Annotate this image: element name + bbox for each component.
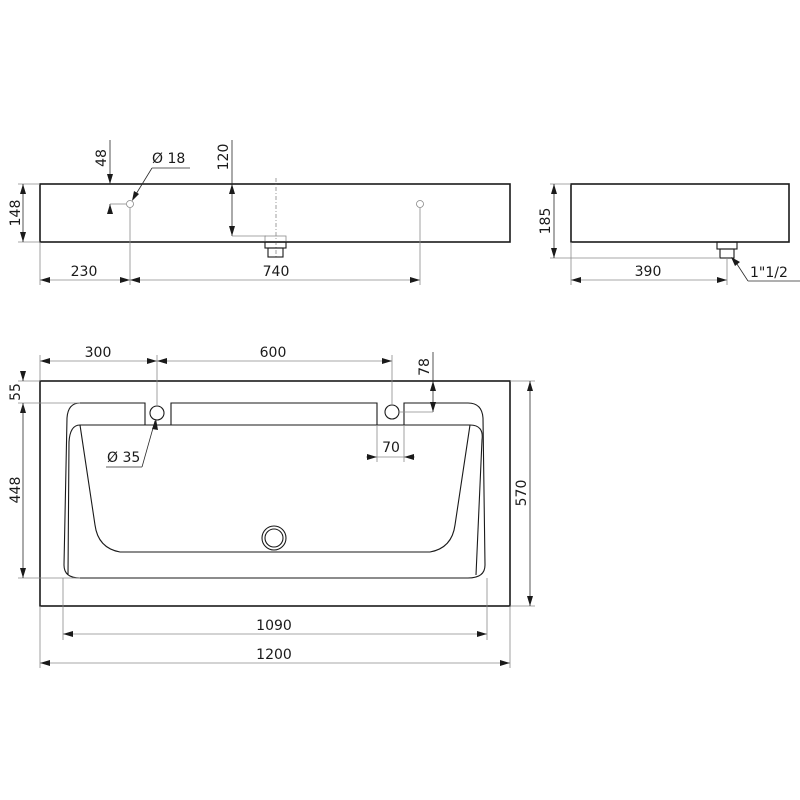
dim-1200: 1200 [256, 647, 292, 663]
front-drain [264, 178, 287, 258]
dim-740: 740 [263, 264, 290, 280]
tap-hole-left [126, 200, 134, 208]
dim-448: 448 [8, 477, 24, 504]
dim-570: 570 [514, 480, 530, 507]
dim-300: 300 [85, 345, 112, 361]
side-drain [716, 241, 738, 259]
tap-hole-right-top [384, 404, 400, 420]
dim-diameter-18: Ø 18 [152, 151, 185, 167]
dim-600: 600 [260, 345, 287, 361]
side-view: 185 390 1"1/2 [538, 183, 800, 285]
rim-ledge [63, 402, 486, 579]
dim-78: 78 [417, 358, 433, 376]
inner-basin-bowl [67, 424, 471, 576]
rim-ledge-middle [170, 402, 378, 425]
top-view-outer [39, 380, 511, 607]
dim-diameter-35: Ø 35 [107, 450, 140, 466]
dim-55: 55 [8, 383, 24, 401]
dim-148: 148 [8, 200, 24, 227]
top-view: 300 600 78 55 448 Ø 35 70 [8, 345, 535, 668]
dim-120: 120 [216, 144, 232, 171]
dim-drain-thread: 1"1/2 [750, 265, 788, 281]
drain-inner [264, 528, 284, 548]
tap-hole-left-top [149, 405, 165, 421]
dim-185: 185 [538, 208, 554, 235]
dim-230: 230 [71, 264, 98, 280]
dim-70: 70 [382, 440, 400, 456]
tap-hole-right [416, 200, 424, 208]
dim-390: 390 [635, 264, 662, 280]
dim-48: 48 [94, 149, 110, 167]
inner-basin [80, 424, 483, 576]
dim-1090: 1090 [256, 618, 292, 634]
side-view-body [570, 183, 790, 243]
front-view: 148 48 Ø 18 120 230 740 [8, 140, 511, 285]
